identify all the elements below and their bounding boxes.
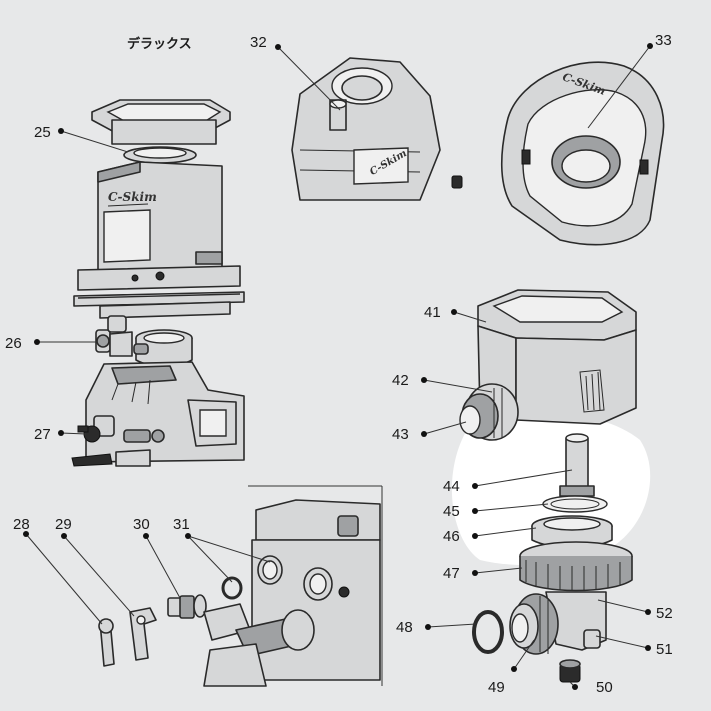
- part-28-tap-handle: [98, 618, 115, 667]
- callout-44: 44: [443, 478, 460, 495]
- callout-47: 47: [443, 565, 460, 582]
- brand-logo-left: C-Skim: [108, 190, 157, 204]
- callout-28: 28: [13, 516, 30, 533]
- part-49-52-base: [509, 591, 607, 655]
- part-41-pump-body: [477, 289, 637, 425]
- part-45-needle-wheel: [542, 495, 608, 513]
- callout-48: 48: [396, 619, 413, 636]
- part-29-tap-handle: [129, 607, 157, 661]
- part-26-valve-assembly: [95, 315, 193, 367]
- callout-32: 32: [250, 34, 267, 51]
- part-31-oring: [221, 576, 243, 600]
- diagram-title: デラックス: [127, 36, 192, 52]
- callout-25: 25: [34, 124, 51, 141]
- callout-50: 50: [596, 679, 613, 696]
- callout-27: 27: [34, 426, 51, 443]
- part-44-shaft: [559, 433, 595, 497]
- skimmer-lower-inset: [203, 485, 383, 687]
- part-48-oring: [472, 610, 504, 654]
- part-32-inset: C-Skim: [290, 54, 470, 202]
- part-50-cap-nut: [559, 659, 581, 683]
- callout-41: 41: [424, 304, 441, 321]
- part-33-cap: C-Skim: [500, 61, 665, 246]
- skimmer-body-left: C-Skim: [73, 161, 245, 319]
- callout-43: 43: [392, 426, 409, 443]
- part-30-connector: [167, 594, 207, 619]
- callout-45: 45: [443, 503, 460, 520]
- part-27-valve: [77, 425, 101, 443]
- callout-29: 29: [55, 516, 72, 533]
- part-47-ring-nut: [519, 541, 633, 592]
- callout-dots: [23, 43, 653, 690]
- callout-52: 52: [656, 605, 673, 622]
- callout-42: 42: [392, 372, 409, 389]
- callout-31: 31: [173, 516, 190, 533]
- part-42-43-outlet: [459, 383, 519, 441]
- callout-51: 51: [656, 641, 673, 658]
- callout-labels: 25 26 27 28 29 30 31 32 33 41 42 43 44 4…: [5, 32, 673, 696]
- callout-30: 30: [133, 516, 150, 533]
- leader-lines: [25, 45, 651, 688]
- callout-26: 26: [5, 335, 22, 352]
- callout-49: 49: [488, 679, 505, 696]
- skimmer-lower-block: [71, 361, 245, 467]
- callout-33: 33: [655, 32, 672, 49]
- part-25-cup-cap: [91, 99, 231, 164]
- callout-46: 46: [443, 528, 460, 545]
